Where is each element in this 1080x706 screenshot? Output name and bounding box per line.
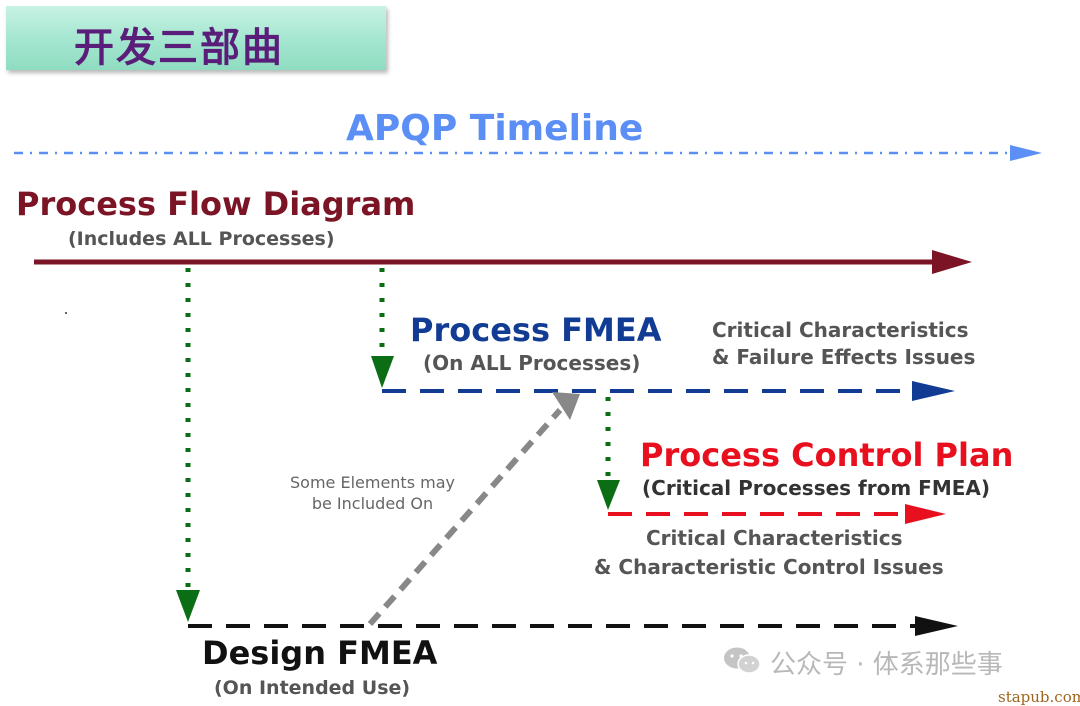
design-fmea-title: Design FMEA xyxy=(202,634,438,672)
process-flow-title: Process Flow Diagram xyxy=(16,185,416,223)
control-plan-note-line: & Characteristic Control Issues xyxy=(594,555,944,579)
influence-line xyxy=(367,408,563,626)
influence-arrowhead xyxy=(552,392,580,420)
control-plan-subtitle: (Critical Processes from FMEA) xyxy=(642,476,990,500)
control-plan-title: Process Control Plan xyxy=(640,436,1014,474)
page-title: 开发三部曲 xyxy=(74,25,284,71)
design-fmea-arrowhead xyxy=(915,616,958,636)
process-fmea-note-line: & Failure Effects Issues xyxy=(712,345,976,369)
connector-to-process-fmea-arrowhead xyxy=(371,356,394,388)
wechat-icon xyxy=(724,647,761,674)
control-plan-note-line: Critical Characteristics xyxy=(646,526,903,550)
process-fmea-note-line: Critical Characteristics xyxy=(712,318,969,342)
stray-dot xyxy=(65,312,67,314)
process-fmea-arrowhead xyxy=(912,381,955,401)
watermark-site: stapub.com xyxy=(998,688,1080,706)
process-fmea-notes: Critical Characteristics & Failure Effec… xyxy=(712,317,975,371)
control-plan-arrowhead xyxy=(905,504,946,524)
control-plan-notes: Critical Characteristics & Characteristi… xyxy=(594,524,944,582)
process-fmea-title: Process FMEA xyxy=(410,311,662,349)
process-fmea-subtitle: (On ALL Processes) xyxy=(423,351,641,375)
influence-note: Some Elements may be Included On xyxy=(290,472,455,514)
design-fmea-subtitle: (On Intended Use) xyxy=(214,677,411,699)
influence-note-line: Some Elements may xyxy=(290,473,455,492)
process-flow-subtitle: (Includes ALL Processes) xyxy=(68,228,335,250)
apqp-timeline-arrowhead xyxy=(1010,145,1042,161)
connector-to-control-plan-arrowhead xyxy=(597,480,620,510)
watermark-text: 公众号 · 体系那些事 xyxy=(770,650,1003,680)
title-banner: 开发三部曲 xyxy=(6,6,386,71)
connector-to-design-fmea-arrowhead xyxy=(176,590,200,622)
process-flow-arrowhead xyxy=(932,250,972,274)
apqp-timeline-label: APQP Timeline xyxy=(346,108,644,149)
influence-note-line: be Included On xyxy=(311,494,434,513)
